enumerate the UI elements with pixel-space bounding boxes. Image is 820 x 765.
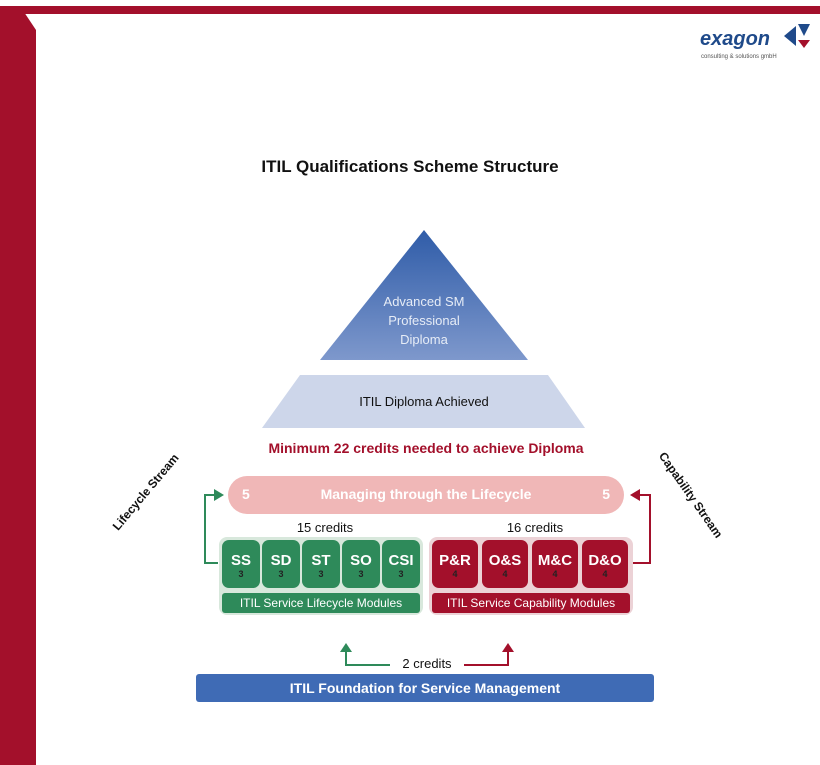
module-ss: SS 3: [222, 540, 260, 588]
logo-tagline: consulting & solutions gmbH: [701, 54, 777, 60]
pyramid-top-line-3: Diploma: [400, 332, 448, 347]
managing-left-credit: 5: [242, 486, 250, 502]
module-code: CSI: [388, 552, 414, 569]
lifecycle-arrow-icon: [214, 489, 224, 501]
exagon-logo: exagon consulting & solutions gmbH: [700, 22, 816, 66]
module-credit: 3: [358, 569, 364, 579]
pyramid-top-line-2: Professional: [388, 313, 460, 328]
module-sd: SD 3: [262, 540, 300, 588]
module-credit: 4: [602, 569, 608, 579]
module-code: O&S: [488, 552, 522, 569]
module-credit: 3: [278, 569, 284, 579]
module-credit: 3: [318, 569, 324, 579]
foundation-green-arrow-icon: [340, 643, 352, 652]
top-border: [0, 6, 820, 14]
pyramid-top-label: Advanced SM Professional Diploma: [354, 292, 494, 349]
module-mc: M&C 4: [532, 540, 578, 588]
module-csi: CSI 3: [382, 540, 420, 588]
left-side-band: [0, 6, 36, 765]
pyramid-top-line-1: Advanced SM: [383, 294, 465, 309]
capability-arrow-icon: [630, 489, 640, 501]
module-credit: 3: [398, 569, 404, 579]
exagon-logo-icon: [784, 24, 810, 48]
module-code: P&R: [439, 552, 471, 569]
module-code: SS: [230, 552, 251, 569]
module-code: M&C: [537, 552, 573, 569]
foundation-credits: 2 credits: [390, 656, 464, 671]
module-credit: 4: [502, 569, 508, 579]
module-do: D&O 4: [582, 540, 628, 588]
module-code: ST: [311, 552, 331, 569]
managing-bar: 5 Managing through the Lifecycle 5: [228, 476, 624, 514]
pyramid-middle-label: ITIL Diploma Achieved: [359, 394, 489, 409]
module-credit: 4: [452, 569, 458, 579]
module-so: SO 3: [342, 540, 380, 588]
capability-modules-label: ITIL Service Capability Modules: [432, 593, 630, 613]
module-credit: 3: [238, 569, 244, 579]
managing-label: Managing through the Lifecycle: [320, 486, 532, 502]
lifecycle-credits: 15 credits: [296, 520, 354, 535]
requirement-text: Minimum 22 credits needed to achieve Dip…: [268, 440, 584, 456]
lifecycle-modules-label: ITIL Service Lifecycle Modules: [222, 593, 420, 613]
module-credit: 4: [552, 569, 558, 579]
foundation-red-arrow-icon: [502, 643, 514, 652]
module-code: SO: [350, 552, 372, 569]
module-pr: P&R 4: [432, 540, 478, 588]
pyramid-middle: [262, 375, 585, 428]
foundation-bar: ITIL Foundation for Service Management: [196, 674, 654, 702]
logo-brand: exagon: [700, 28, 771, 50]
module-code: SD: [270, 552, 292, 569]
module-os: O&S 4: [482, 540, 528, 588]
pyramid-top: [320, 230, 528, 360]
page-title: ITIL Qualifications Scheme Structure: [261, 157, 559, 176]
module-code: D&O: [588, 552, 622, 569]
managing-right-credit: 5: [602, 486, 610, 502]
capability-credits: 16 credits: [506, 520, 564, 535]
module-st: ST 3: [302, 540, 340, 588]
